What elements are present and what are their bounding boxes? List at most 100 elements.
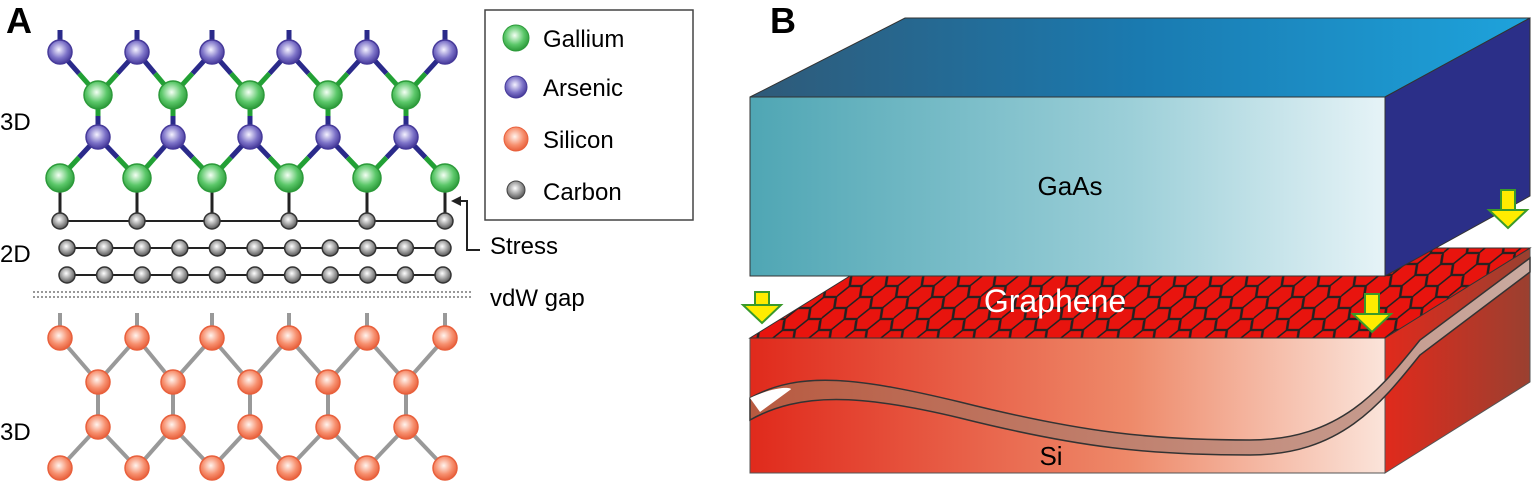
gaas-label: GaAs	[1037, 171, 1102, 201]
gallium-legend-icon	[502, 24, 530, 52]
gallium-atom	[158, 80, 188, 110]
stress-arrow-icon	[458, 200, 480, 251]
gallium-atom	[391, 80, 421, 110]
panel-a-label: A	[6, 0, 32, 41]
silicon-atom	[276, 455, 302, 481]
lattice-atoms	[45, 39, 460, 481]
layer-label-2d: 2D	[0, 241, 31, 268]
gallium-atom	[122, 163, 152, 193]
arsenic-atom	[315, 124, 341, 150]
arsenic-legend-icon	[504, 75, 528, 99]
gallium-atom	[352, 163, 382, 193]
si-label: Si	[1039, 441, 1062, 471]
carbon-atom	[208, 239, 227, 257]
silicon-atom	[199, 325, 225, 351]
silicon-atom	[432, 455, 458, 481]
carbon-atom	[321, 239, 339, 257]
carbon-atom	[171, 239, 189, 257]
gallium-atom	[430, 163, 460, 193]
arsenic-atom	[432, 39, 458, 65]
silicon-atom	[354, 455, 380, 481]
legend-arsenic: Arsenic	[543, 75, 623, 102]
carbon-atom	[171, 266, 189, 284]
silicon-atom	[393, 414, 419, 440]
gaas-block: GaAs	[749, 17, 1531, 277]
silicon-atom	[237, 369, 263, 395]
carbon-atom	[280, 212, 298, 230]
graphene-label: Graphene	[984, 283, 1126, 319]
silicon-atom	[199, 455, 225, 481]
carbon-atom	[434, 239, 452, 257]
silicon-atom	[237, 414, 263, 440]
carbon-atom	[133, 266, 151, 284]
silicon-atom	[276, 325, 302, 351]
carbon-atom	[95, 239, 114, 257]
arsenic-atom	[85, 124, 111, 150]
silicon-atom	[315, 414, 341, 440]
carbon-atom	[246, 266, 264, 284]
carbon-atom	[128, 212, 146, 230]
gallium-atom	[45, 163, 75, 193]
interface-wave	[749, 256, 1531, 456]
gallium-atom	[83, 80, 113, 110]
silicon-atom	[85, 414, 111, 440]
gallium-atom	[235, 80, 265, 110]
layer-label-3d-bottom: 3D	[0, 419, 31, 446]
carbon-atom	[58, 266, 76, 284]
carbon-atom	[396, 266, 415, 284]
down-arrow-icon	[1486, 189, 1530, 230]
silicon-atom	[432, 325, 458, 351]
carbon-atom	[359, 266, 377, 284]
arsenic-atom	[47, 39, 73, 65]
panel-b-label: B	[770, 0, 796, 41]
silicon-atom	[354, 325, 380, 351]
arsenic-atom	[354, 39, 380, 65]
silicon-atom	[160, 369, 186, 395]
silicon-atom	[124, 325, 150, 351]
silicon-atom	[85, 369, 111, 395]
down-arrow-icon	[740, 291, 784, 325]
carbon-atom	[358, 212, 376, 230]
si-substrate: Si	[749, 247, 1531, 474]
arsenic-atom	[160, 124, 186, 150]
down-arrow-icon	[1350, 293, 1394, 334]
carbon-atom	[359, 239, 377, 257]
carbon-atom	[283, 239, 302, 257]
legend-silicon: Silicon	[543, 127, 614, 154]
carbon-atom	[434, 266, 452, 284]
arsenic-atom	[237, 124, 263, 150]
silicon-atom	[47, 455, 73, 481]
carbon-atom	[95, 266, 114, 284]
arsenic-atom	[393, 124, 419, 150]
silicon-atom	[124, 455, 150, 481]
carbon-atom	[133, 239, 151, 257]
carbon-atom	[321, 266, 339, 284]
carbon-atom	[396, 239, 415, 257]
arsenic-atom	[276, 39, 302, 65]
gallium-atom	[197, 163, 227, 193]
legend-carbon: Carbon	[543, 179, 622, 206]
carbon-atom	[436, 212, 454, 230]
legend: Gallium Arsenic Silicon Carbon	[484, 9, 694, 221]
carbon-atom	[203, 212, 221, 230]
stress-label: Stress	[490, 233, 558, 260]
carbon-atom	[58, 239, 76, 257]
carbon-atom	[51, 212, 69, 230]
silicon-atom	[47, 325, 73, 351]
arsenic-atom	[124, 39, 150, 65]
gallium-atom	[274, 163, 304, 193]
silicon-legend-icon	[503, 126, 529, 152]
vdw-gap-label: vdW gap	[490, 285, 585, 312]
layer-label-3d-top: 3D	[0, 109, 31, 136]
silicon-atom	[393, 369, 419, 395]
arsenic-atom	[199, 39, 225, 65]
stress-arrowhead-icon	[451, 196, 461, 206]
carbon-atom	[246, 239, 264, 257]
carbon-legend-icon	[506, 180, 526, 200]
carbon-atom	[208, 266, 227, 284]
carbon-atom	[283, 266, 302, 284]
silicon-atom	[160, 414, 186, 440]
legend-gallium: Gallium	[543, 26, 624, 53]
gallium-atom	[313, 80, 343, 110]
